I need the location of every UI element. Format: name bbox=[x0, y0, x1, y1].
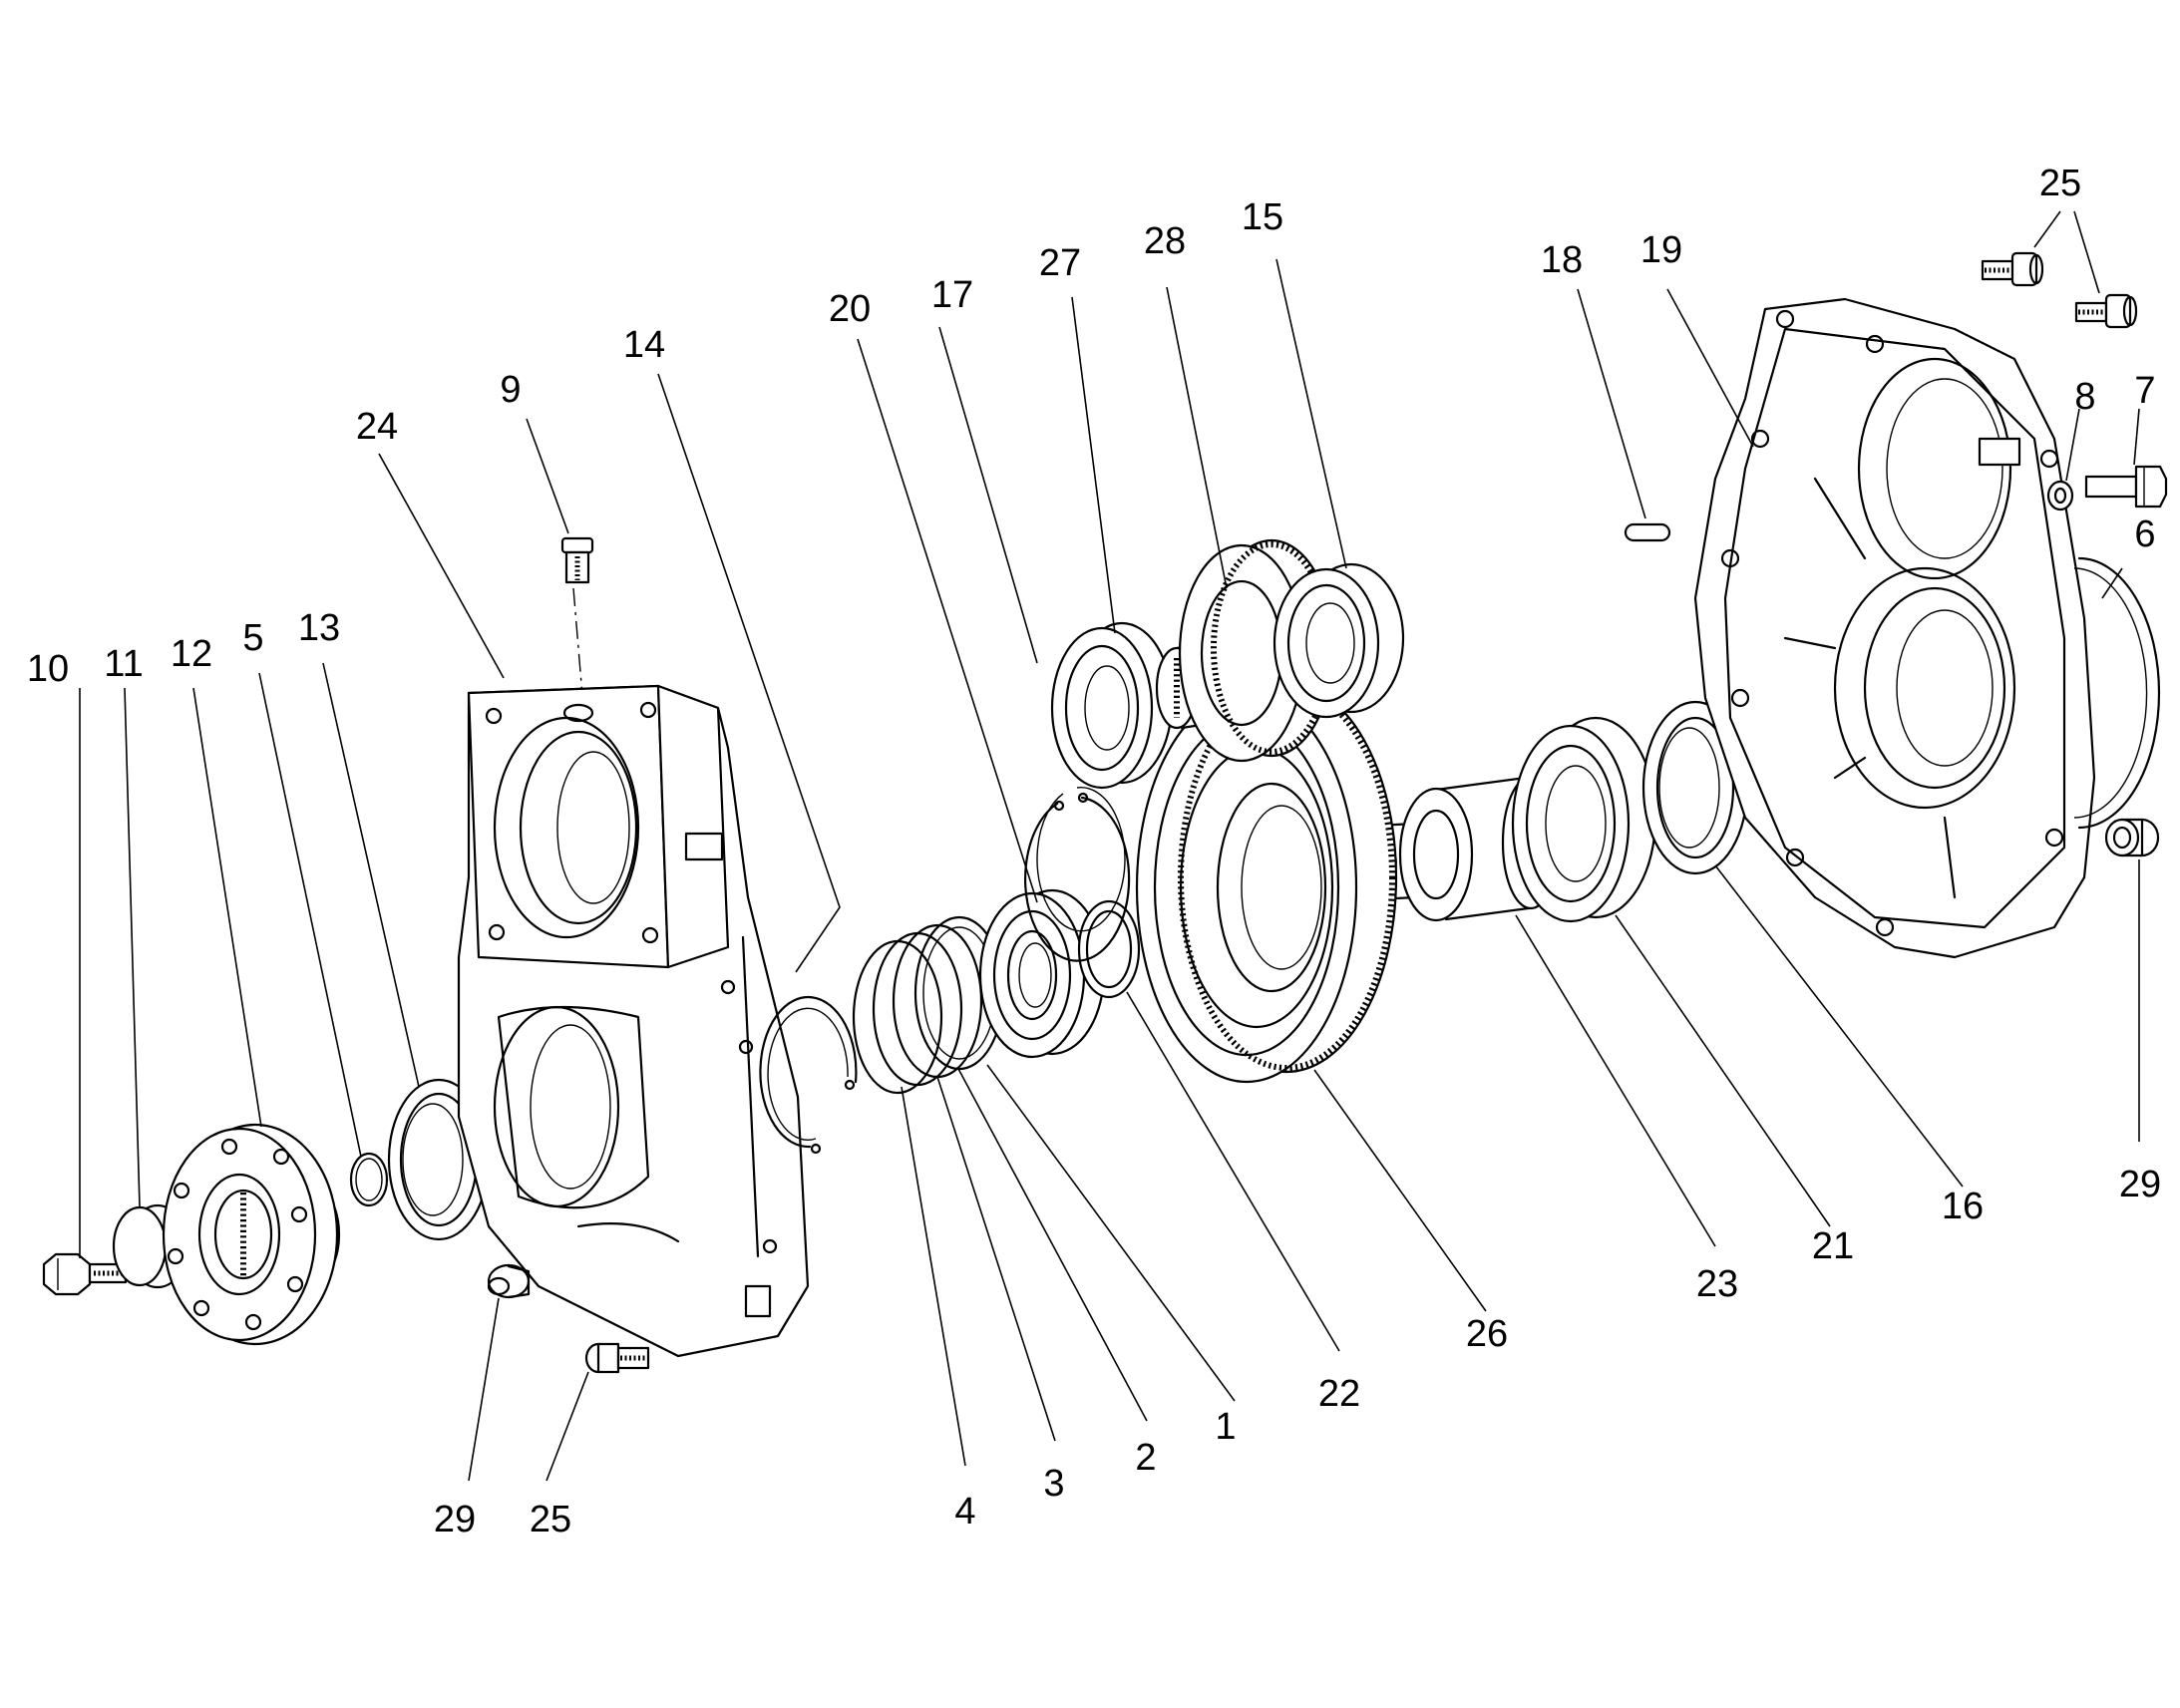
callout-16: 16 bbox=[1942, 1186, 1984, 1227]
callout-10: 10 bbox=[27, 648, 69, 690]
part-9-oil-plug bbox=[560, 536, 594, 584]
part-17-snap-ring bbox=[1024, 787, 1131, 962]
callout-20: 20 bbox=[829, 288, 871, 330]
callout-labels: 10 11 12 5 13 24 9 14 20 17 27 28 15 18 … bbox=[27, 163, 2161, 1540]
callout-29-lower: 29 bbox=[434, 1499, 476, 1540]
callout-22: 22 bbox=[1318, 1373, 1360, 1415]
part-6-o-ring bbox=[2073, 556, 2161, 830]
part-21-roller-bearing bbox=[1511, 716, 1657, 923]
part-8-washer bbox=[2046, 480, 2074, 512]
callout-25-upper: 25 bbox=[2039, 163, 2081, 204]
callout-23: 23 bbox=[1696, 1263, 1738, 1305]
callout-7: 7 bbox=[2134, 370, 2155, 412]
part-29-drain-plug-lower bbox=[487, 1263, 531, 1299]
callout-13: 13 bbox=[298, 607, 340, 649]
part-15-bearing bbox=[1272, 562, 1405, 719]
part-22-shim bbox=[1077, 899, 1141, 999]
callout-4: 4 bbox=[954, 1491, 975, 1533]
callout-8: 8 bbox=[2074, 376, 2095, 418]
part-19-rear-cover bbox=[1693, 297, 2096, 959]
callout-5: 5 bbox=[242, 617, 263, 659]
callout-26: 26 bbox=[1466, 1313, 1508, 1355]
parts-1-4-shim-rings bbox=[852, 915, 1005, 1095]
part-18-dowel-pin bbox=[1624, 522, 1671, 542]
part-14-snap-ring bbox=[759, 995, 858, 1155]
part-7-bolt bbox=[2084, 465, 2168, 509]
callout-3: 3 bbox=[1043, 1463, 1064, 1505]
callout-18: 18 bbox=[1541, 239, 1583, 281]
part-12-output-flange bbox=[162, 1123, 341, 1346]
callout-14: 14 bbox=[623, 324, 665, 366]
part-5-o-ring bbox=[349, 1152, 389, 1207]
callout-2: 2 bbox=[1135, 1437, 1156, 1479]
callout-11: 11 bbox=[104, 643, 143, 685]
callout-9: 9 bbox=[500, 369, 521, 411]
callout-17: 17 bbox=[931, 274, 973, 316]
callout-12: 12 bbox=[171, 633, 212, 675]
callout-25-lower: 25 bbox=[530, 1499, 571, 1540]
part-25-cap-screw-lower bbox=[584, 1342, 650, 1374]
callout-19: 19 bbox=[1640, 229, 1682, 271]
callout-27: 27 bbox=[1039, 242, 1081, 284]
part-29-plug-upper bbox=[2104, 818, 2160, 857]
callout-6: 6 bbox=[2134, 513, 2155, 555]
part-26-large-gear-shaft bbox=[1135, 681, 1418, 1084]
callout-1: 1 bbox=[1215, 1406, 1236, 1448]
callout-29-upper: 29 bbox=[2119, 1164, 2161, 1205]
callout-21: 21 bbox=[1812, 1225, 1854, 1267]
part-27-bearing-upper bbox=[1050, 621, 1174, 790]
part-10-flange-bolt bbox=[42, 1252, 128, 1296]
callout-15: 15 bbox=[1242, 196, 1283, 238]
leader-lines bbox=[79, 210, 2140, 1482]
part-25-cap-screws-upper bbox=[1981, 251, 2138, 329]
callout-24: 24 bbox=[356, 406, 398, 448]
part-24-front-housing bbox=[457, 684, 810, 1358]
callout-28: 28 bbox=[1144, 220, 1186, 262]
